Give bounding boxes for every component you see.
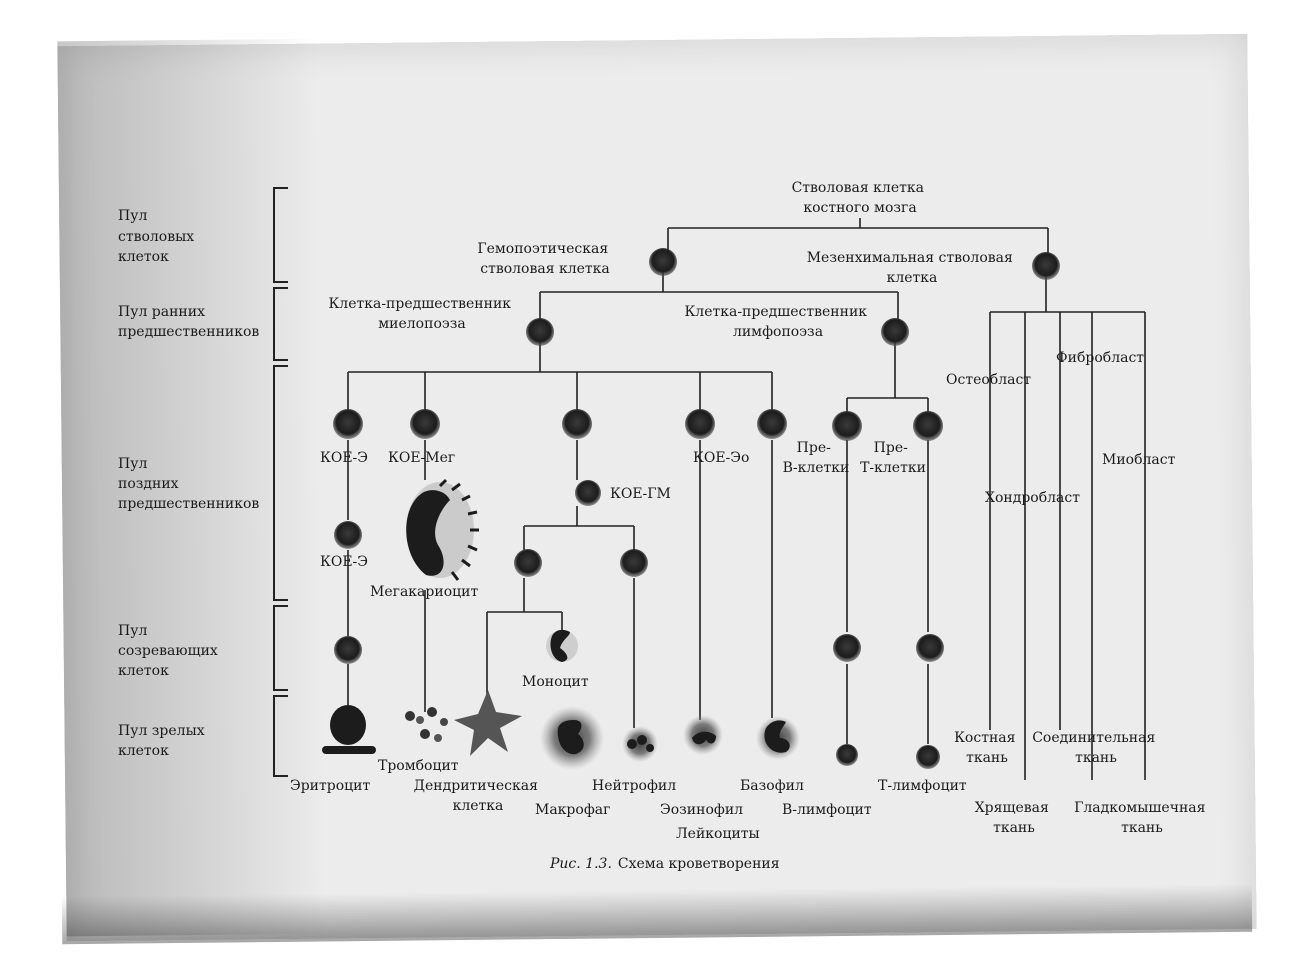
cell-koe-eo bbox=[685, 409, 715, 439]
cell-myelo-progenitor bbox=[526, 318, 554, 346]
cell-koe-gm bbox=[575, 480, 601, 506]
label-b-lymphocyte: В-лимфоцит bbox=[782, 802, 872, 818]
cells bbox=[322, 248, 1060, 770]
label-monocyte: Моноцит bbox=[522, 674, 589, 690]
cell-megakaryocyte bbox=[406, 478, 479, 581]
label-osteoblast: Остеобласт bbox=[946, 372, 1031, 388]
cell-dendritic bbox=[454, 690, 522, 756]
cell-maturing-erythro bbox=[334, 636, 362, 664]
label-dendritic: Дендритическая клетка bbox=[414, 778, 543, 814]
cell-neutrophil bbox=[622, 726, 658, 762]
cell-erythrocyte bbox=[322, 705, 376, 754]
label-bone-tissue: Костная ткань bbox=[954, 730, 1020, 766]
cell-mono-progenitor bbox=[514, 549, 542, 577]
pool-label-late: Пул поздних предшественников bbox=[118, 456, 259, 512]
cell-b-lymphocyte bbox=[836, 744, 858, 766]
label-koe-meg: КОЕ-Мег bbox=[388, 450, 455, 466]
pool-label-maturing: Пул созревающих клеток bbox=[118, 623, 222, 679]
label-erythrocyte: Эритроцит bbox=[290, 778, 370, 794]
label-koe-e2: КОЕ-Э bbox=[320, 554, 368, 570]
cell-gm-progenitor bbox=[562, 409, 592, 439]
caption-prefix: Рис. 1.3. bbox=[549, 856, 612, 872]
cell-gran-progenitor bbox=[620, 549, 648, 577]
cell-basophil bbox=[756, 716, 800, 760]
cell-lympho-progenitor bbox=[881, 318, 909, 346]
cell-macrophage bbox=[540, 706, 604, 770]
node-labels: Стволовая клетка костного мозга Гемопоэт… bbox=[290, 180, 1210, 842]
cell-maturing-b bbox=[833, 634, 861, 662]
cell-t-lymphocyte bbox=[916, 745, 940, 769]
pool-label-mature: Пул зрелых клеток bbox=[118, 723, 209, 759]
label-myoblast: Миобласт bbox=[1102, 452, 1176, 468]
label-myelo-progenitor: Клетка-предшественник миелопоэза bbox=[328, 296, 515, 332]
label-basophil: Базофил bbox=[740, 778, 804, 794]
label-lympho-progenitor: Клетка-предшественник лимфопоэза bbox=[684, 304, 871, 340]
cell-monocyte bbox=[546, 629, 578, 662]
cell-baso-progenitor bbox=[757, 409, 787, 439]
figure-caption: Рис. 1.3. Схема кроветворения bbox=[549, 856, 780, 872]
label-fibroblast: Фибробласт bbox=[1056, 350, 1144, 366]
cell-pre-b bbox=[832, 411, 862, 441]
label-cartilage-tissue: Хрящевая ткань bbox=[975, 800, 1054, 836]
cell-pre-t bbox=[913, 411, 943, 441]
cell-maturing-t bbox=[916, 634, 944, 662]
label-koe-e1: КОЕ-Э bbox=[320, 450, 368, 466]
cell-thrombocytes bbox=[405, 707, 448, 742]
cell-msc bbox=[1032, 252, 1060, 280]
pool-label-early: Пул ранних предшественников bbox=[118, 304, 259, 340]
label-koe-gm: КОЕ-ГМ bbox=[610, 486, 671, 502]
cell-eosinophil bbox=[683, 715, 723, 755]
label-hsc: Гемопоэтическая стволовая клетка bbox=[477, 241, 612, 277]
cell-koe-e1 bbox=[333, 409, 363, 439]
label-neutrophil: Нейтрофил bbox=[592, 778, 676, 794]
pool-brackets bbox=[273, 187, 288, 777]
pool-label-stem: Пул стволовых клеток bbox=[118, 208, 199, 265]
tree-lines bbox=[347, 218, 1146, 780]
label-pre-b: Пре- В-клетки bbox=[783, 440, 850, 476]
label-smooth-muscle-tissue: Гладкомышечная ткань bbox=[1074, 800, 1210, 836]
label-koe-eo: КОЕ-Эо bbox=[693, 450, 749, 466]
cell-koe-meg bbox=[410, 409, 440, 439]
cell-koe-e2 bbox=[334, 521, 362, 549]
caption-text: Схема кроветворения bbox=[618, 856, 780, 872]
label-eosinophil: Эозинофил bbox=[660, 802, 743, 818]
label-leukocytes: Лейкоциты bbox=[676, 826, 760, 842]
label-bm-stem-cell: Стволовая клетка костного мозга bbox=[792, 180, 929, 216]
pool-labels: Пул стволовых клеток Пул ранних предшест… bbox=[118, 208, 259, 759]
label-macrophage: Макрофаг bbox=[535, 802, 610, 818]
label-connective-tissue: Соединительная ткань bbox=[1032, 730, 1160, 766]
label-pre-t: Пре- Т-клетки bbox=[860, 440, 926, 476]
label-msc: Мезенхимальная стволовая клетка bbox=[807, 250, 1018, 286]
label-thrombocyte: Тромбоцит bbox=[378, 758, 459, 774]
label-megakaryocyte: Мегакариоцит bbox=[370, 584, 478, 600]
cell-hsc bbox=[649, 248, 677, 276]
label-t-lymphocyte: Т-лимфоцит bbox=[878, 778, 967, 794]
label-chondroblast: Хондробласт bbox=[985, 490, 1080, 506]
